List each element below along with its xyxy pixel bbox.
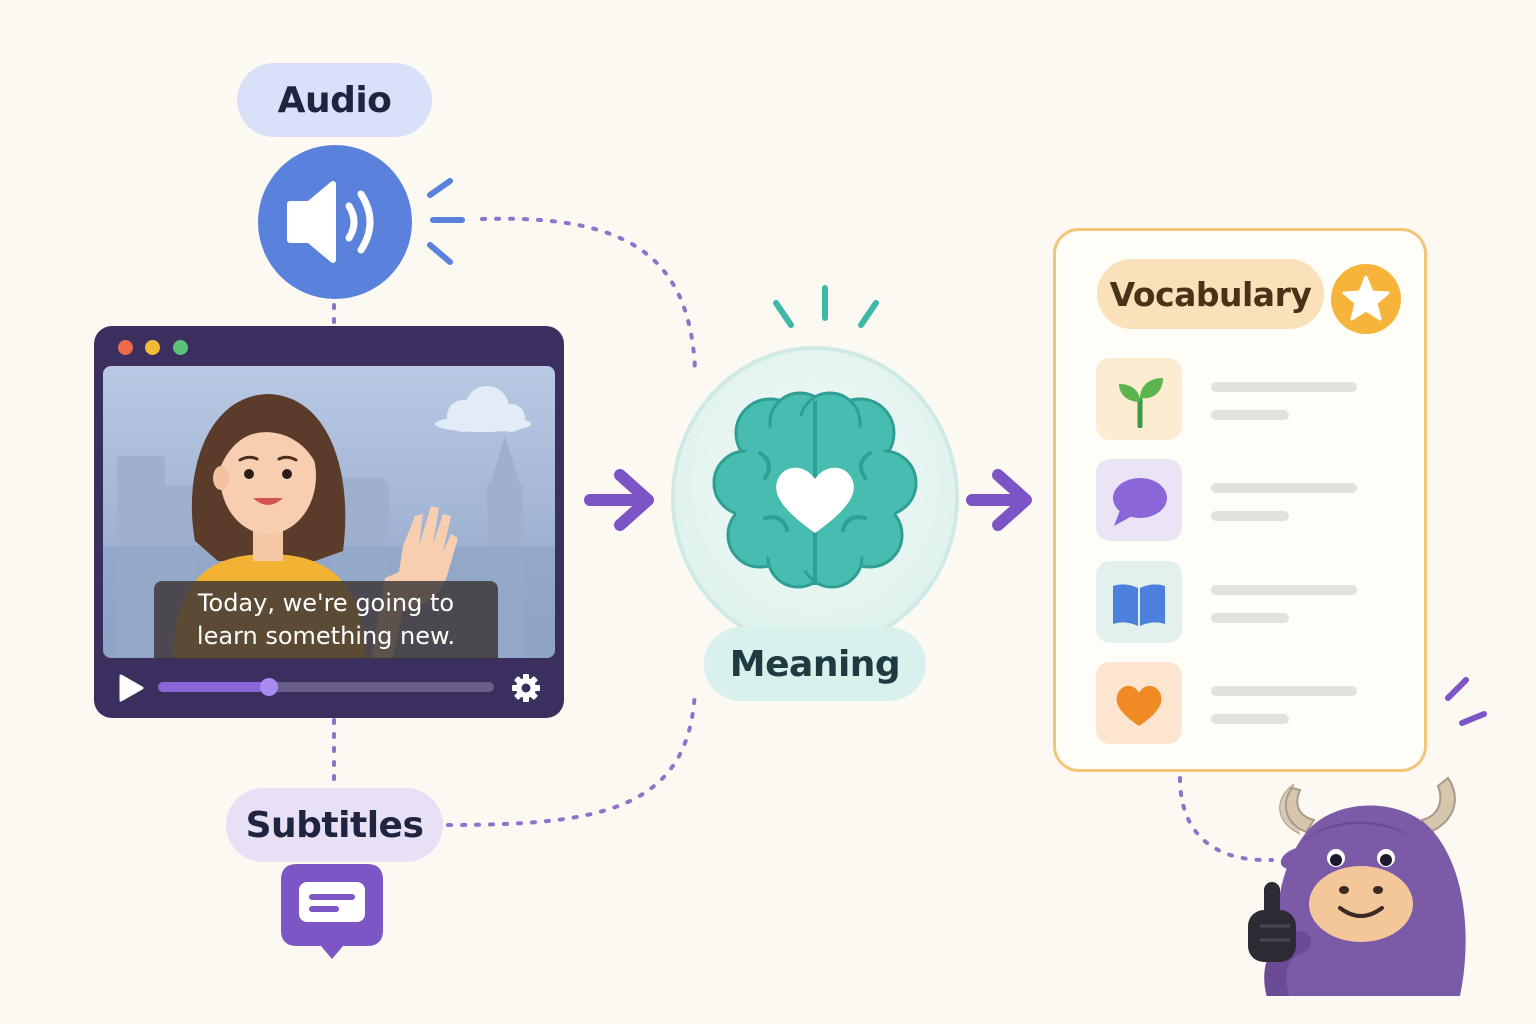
vocabulary-item-line bbox=[1211, 382, 1357, 392]
vocabulary-item-line bbox=[1211, 511, 1289, 521]
vocabulary-item-line bbox=[1211, 714, 1289, 724]
sound-burst-icon bbox=[427, 178, 465, 265]
subtitle-caption: Today, we're going to learn something ne… bbox=[154, 581, 498, 659]
window-minimize-dot[interactable] bbox=[145, 340, 160, 355]
audio-label: Audio bbox=[237, 63, 432, 137]
heart-item-icon bbox=[1116, 685, 1162, 726]
idea-burst-icon bbox=[773, 285, 879, 328]
vocabulary-item-line bbox=[1211, 410, 1289, 420]
brain-icon bbox=[712, 391, 918, 589]
heart-icon bbox=[776, 467, 854, 533]
vocabulary-label: Vocabulary bbox=[1097, 259, 1324, 329]
caption-line-2: learn something new. bbox=[196, 622, 456, 650]
window-close-dot[interactable] bbox=[118, 340, 133, 355]
subtitle-chat-icon bbox=[281, 864, 383, 959]
vocab-to-mascot-connector bbox=[1178, 776, 1274, 863]
sprout-icon bbox=[1119, 378, 1163, 428]
window-maximize-dot[interactable] bbox=[173, 340, 188, 355]
progress-handle[interactable] bbox=[259, 678, 278, 696]
vocabulary-item-line bbox=[1211, 483, 1357, 493]
sparkle-icon bbox=[1445, 677, 1487, 726]
speaker-icon bbox=[258, 145, 412, 299]
play-icon[interactable] bbox=[118, 674, 144, 702]
book-icon bbox=[1113, 584, 1165, 626]
subtitles-label: Subtitles bbox=[226, 788, 443, 862]
vocabulary-item-line bbox=[1211, 613, 1289, 623]
vocabulary-item-line bbox=[1211, 585, 1357, 595]
progress-track[interactable] bbox=[158, 678, 494, 696]
caption-line-1: Today, we're going to bbox=[197, 589, 455, 617]
vocabulary-item-line bbox=[1211, 686, 1357, 696]
brain-bubble bbox=[671, 346, 959, 643]
settings-gear-icon[interactable] bbox=[510, 672, 542, 704]
thumbs-up-icon bbox=[1248, 882, 1296, 962]
speech-bubble-icon bbox=[1113, 478, 1167, 526]
video-player: Today, we're going to learn something ne… bbox=[94, 326, 564, 718]
progress-fill bbox=[158, 682, 269, 692]
cloud-icon bbox=[435, 386, 531, 432]
star-icon[interactable] bbox=[1330, 263, 1402, 335]
arrow-meaning-to-vocab-icon bbox=[966, 469, 1032, 531]
meaning-label: Meaning bbox=[704, 627, 926, 701]
vocabulary-item-tile[interactable] bbox=[1096, 561, 1182, 643]
subtitles-to-meaning-connector bbox=[446, 688, 697, 827]
yak-mascot bbox=[1248, 776, 1466, 996]
arrow-video-to-meaning-icon bbox=[584, 469, 654, 531]
